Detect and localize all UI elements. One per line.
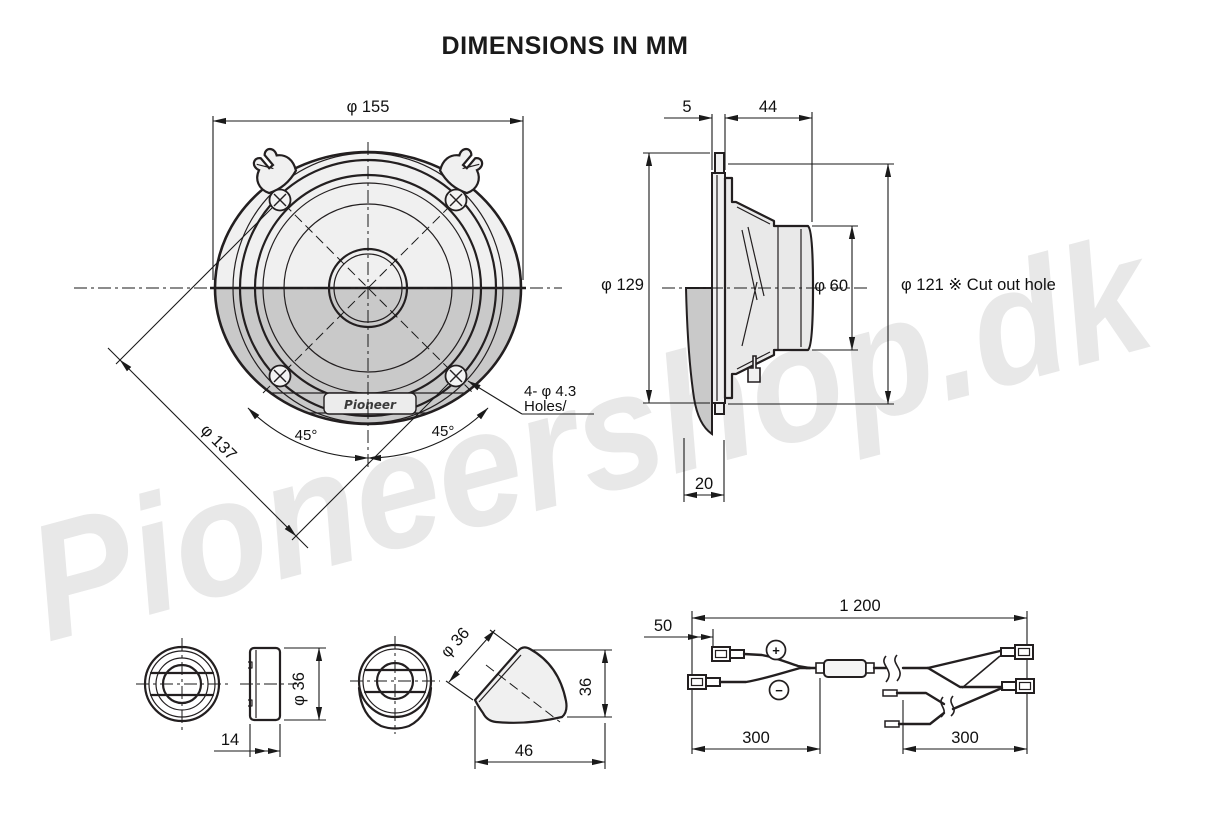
- dim-50-arrows: [688, 634, 713, 640]
- screw-hole: [444, 364, 468, 388]
- spade-connector: [687, 674, 721, 690]
- dim-300-left-label: 300: [742, 729, 770, 747]
- minus-symbol: −: [775, 683, 783, 698]
- wire-positive: [742, 652, 812, 670]
- bare-wire-branch: [882, 686, 1004, 728]
- dim-14-label: 14: [221, 731, 239, 749]
- page-title: DIMENSIONS IN MM: [442, 32, 689, 60]
- dim-137-tails: [107, 347, 309, 549]
- screw-hole: [444, 188, 468, 212]
- side-flange-tab-top: [714, 152, 725, 174]
- polarity-plus: +: [765, 639, 787, 661]
- plus-symbol: +: [772, 643, 780, 658]
- speaker-side-view: 5 44 φ 129 φ 60 φ 121 ※ Cut out hole 20: [601, 98, 1056, 502]
- holes-word-label: Holes/: [524, 398, 567, 415]
- side-extension-lines: [643, 112, 894, 502]
- dim-36-height-label: 36: [577, 678, 595, 696]
- angle-arc-right: [367, 407, 489, 462]
- screw-hole: [268, 188, 292, 212]
- holes-callout: 4- φ 4.3 Holes/: [467, 380, 594, 415]
- spade-connector: [1000, 644, 1034, 660]
- wire-negative: [718, 666, 812, 684]
- inline-capacitor: [804, 659, 888, 678]
- dim-20-label: 20: [695, 475, 713, 493]
- pioneer-logo: Pioneer: [344, 398, 397, 412]
- dim-44-label: 44: [759, 98, 777, 116]
- dim-50-label: 50: [654, 617, 672, 635]
- dim-36-tweeter-label: φ 36: [290, 672, 308, 706]
- tweeter-side-body: [248, 646, 282, 722]
- screw-hole: [268, 364, 292, 388]
- side-terminal-tab: [747, 355, 761, 383]
- tweeter-surface-rim: [357, 643, 433, 719]
- tweeter-surface-dome: [375, 661, 415, 701]
- dim-angles: 45° 45°: [247, 407, 489, 462]
- tweeter-front-view: [136, 638, 228, 730]
- tweeter-front-centerlines: [136, 638, 228, 730]
- tweeter-front-dome-ring: [155, 657, 209, 711]
- cable-break-icon: [940, 695, 955, 718]
- tweeter-side-clips: [248, 661, 253, 707]
- holes-count-label: 4- φ 4.3: [524, 383, 576, 400]
- dim-121-cutout-label: φ 121 ※ Cut out hole: [901, 276, 1056, 294]
- angle-left-label: 45°: [295, 427, 318, 444]
- dim-46-label: 46: [515, 742, 533, 760]
- bare-wire-tip: [882, 689, 898, 697]
- dim-36-face-line: [448, 629, 496, 683]
- dim-60-label: φ 60: [814, 277, 848, 295]
- tweeter-front-ring: [148, 650, 216, 718]
- tweeter-side-view: 14 φ 36: [214, 646, 326, 757]
- tweeter-front-dome: [161, 663, 203, 705]
- tweeter-angled-view: φ 36 36 46: [437, 624, 612, 769]
- spade-connector: [1001, 678, 1035, 694]
- bare-wire-tip: [884, 720, 900, 728]
- dim-137-line: [119, 359, 297, 537]
- speaker-front-view: Pioneer φ 155 φ 137 45° 45°: [74, 98, 594, 549]
- wiring-harness: 1 200 50 300 300 + −: [644, 597, 1035, 754]
- tweeter-surface-cup: [357, 686, 433, 730]
- tweeter-extension-lines: [249, 647, 326, 757]
- dim-1200-label: 1 200: [839, 597, 880, 615]
- side-grille-section: [684, 287, 713, 436]
- wire-branch-lower: [926, 666, 1004, 689]
- dim-300-right-label: 300: [951, 729, 979, 747]
- wedge-face-line: [478, 654, 522, 703]
- dim-5-label: 5: [682, 98, 691, 116]
- tweeter-front-grille-bars: [149, 671, 215, 697]
- tweeter-surface-ring: [362, 648, 428, 714]
- wire-crossover: [961, 655, 1001, 689]
- tweeter-front-rim: [143, 645, 221, 723]
- wedge-extension-lines: [445, 629, 612, 769]
- wire-branch-upper: [926, 649, 1002, 670]
- polarity-minus: −: [768, 679, 790, 701]
- dim-155-extension-lines: [212, 116, 524, 280]
- angle-right-label: 45°: [432, 423, 455, 440]
- spade-connector: [711, 646, 745, 662]
- cable-break-icon: [883, 654, 901, 683]
- front-diagonal-centerlines: [262, 182, 474, 394]
- dim-129-label: φ 129: [601, 276, 644, 294]
- tweeter-surface-grille-bars: [363, 668, 427, 694]
- dim-overall-diameter: φ 155: [212, 98, 524, 280]
- holes-leader-line: [467, 380, 523, 415]
- watermark: Pioneershop.dk: [9, 199, 1174, 676]
- tweeter-surface-view: [350, 636, 440, 734]
- side-flange-tab-bottom: [714, 402, 725, 415]
- dim-14-arrows: [255, 748, 280, 754]
- wedge-body: [473, 646, 568, 724]
- angle-arc-left: [247, 407, 369, 462]
- bare-wire-leads: [895, 691, 946, 726]
- wedge-axis-centerline: [485, 664, 561, 723]
- dim-155-label: φ 155: [347, 98, 390, 116]
- dim-36-face-label: φ 36: [437, 624, 473, 661]
- wire-to-lower-connector: [951, 686, 1004, 711]
